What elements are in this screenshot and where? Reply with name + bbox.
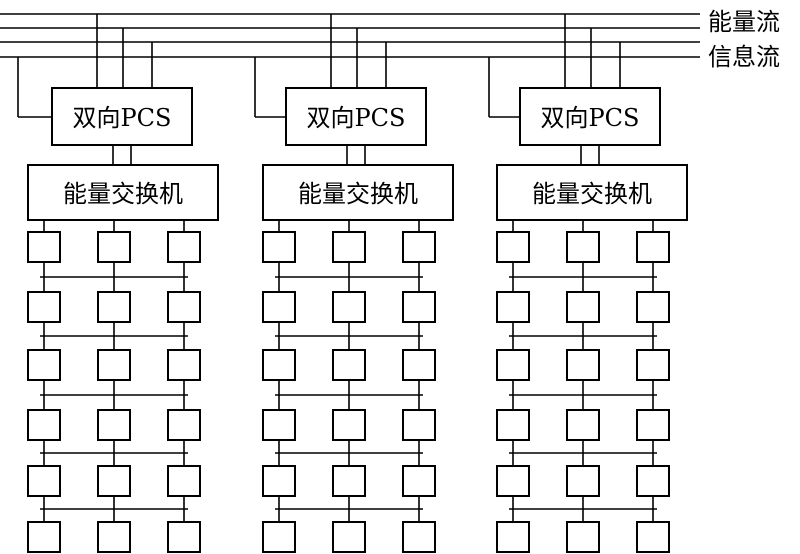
battery-cell bbox=[332, 349, 366, 381]
battery-cell bbox=[566, 465, 600, 497]
battery-cell bbox=[332, 409, 366, 441]
pcs-box-2 bbox=[285, 87, 427, 146]
battery-cell bbox=[402, 409, 436, 441]
battery-cell bbox=[27, 465, 61, 497]
battery-cell bbox=[496, 465, 530, 497]
switch-label-2: 能量交换机 bbox=[298, 180, 418, 208]
pcs-box-3 bbox=[519, 87, 661, 146]
bus-lines bbox=[0, 13, 700, 58]
battery-cell bbox=[332, 291, 366, 323]
battery-cell bbox=[636, 349, 670, 381]
battery-cell bbox=[566, 291, 600, 323]
switch-box-2 bbox=[262, 164, 454, 221]
battery-cell bbox=[332, 465, 366, 497]
battery-cell bbox=[262, 465, 296, 497]
connection-wires bbox=[17, 14, 657, 522]
battery-cell bbox=[27, 231, 61, 263]
battery-grid-1 bbox=[27, 231, 201, 553]
battery-cell bbox=[636, 231, 670, 263]
battery-cell bbox=[636, 521, 670, 553]
battery-cell bbox=[167, 409, 201, 441]
battery-cell bbox=[636, 465, 670, 497]
battery-cell bbox=[262, 231, 296, 263]
battery-cell bbox=[402, 291, 436, 323]
battery-cell bbox=[167, 291, 201, 323]
battery-cell bbox=[496, 291, 530, 323]
battery-cell bbox=[496, 231, 530, 263]
switch-label-3: 能量交换机 bbox=[532, 180, 652, 208]
pcs-box-1 bbox=[51, 87, 193, 146]
battery-cell bbox=[167, 521, 201, 553]
battery-cell bbox=[262, 409, 296, 441]
battery-cell bbox=[402, 521, 436, 553]
pcs-label-1: 双向PCS bbox=[73, 104, 172, 132]
battery-cell bbox=[97, 291, 131, 323]
battery-cell bbox=[496, 409, 530, 441]
battery-cell bbox=[636, 409, 670, 441]
battery-cell bbox=[167, 465, 201, 497]
battery-cell bbox=[262, 349, 296, 381]
battery-cell bbox=[27, 349, 61, 381]
battery-cell bbox=[27, 291, 61, 323]
battery-cell bbox=[97, 409, 131, 441]
battery-cell bbox=[332, 231, 366, 263]
battery-cell bbox=[27, 521, 61, 553]
battery-cell bbox=[332, 521, 366, 553]
battery-cell bbox=[262, 291, 296, 323]
battery-cell bbox=[496, 521, 530, 553]
battery-cell bbox=[167, 231, 201, 263]
battery-cell bbox=[566, 349, 600, 381]
battery-cell bbox=[262, 521, 296, 553]
battery-cell bbox=[402, 349, 436, 381]
battery-cell bbox=[402, 231, 436, 263]
battery-cell bbox=[402, 465, 436, 497]
battery-cell bbox=[496, 349, 530, 381]
battery-cell bbox=[97, 349, 131, 381]
battery-cell bbox=[97, 521, 131, 553]
switch-box-1 bbox=[27, 164, 219, 221]
battery-cell bbox=[97, 465, 131, 497]
unit-2: 双向PCS 能量交换机 bbox=[262, 87, 454, 553]
unit-1: 双向PCS 能量交换机 bbox=[27, 87, 219, 553]
legend-info-flow: 信息流 bbox=[708, 43, 780, 71]
switch-label-1: 能量交换机 bbox=[63, 180, 183, 208]
battery-cell bbox=[566, 231, 600, 263]
switch-box-3 bbox=[496, 164, 688, 221]
battery-cell bbox=[566, 409, 600, 441]
battery-cell bbox=[97, 231, 131, 263]
pcs-label-2: 双向PCS bbox=[307, 104, 406, 132]
legend-energy-flow: 能量流 bbox=[708, 8, 780, 36]
pcs-label-3: 双向PCS bbox=[541, 104, 640, 132]
battery-cell bbox=[27, 409, 61, 441]
unit-3: 双向PCS 能量交换机 bbox=[496, 87, 688, 553]
battery-cell bbox=[566, 521, 600, 553]
battery-cell bbox=[636, 291, 670, 323]
battery-cell bbox=[167, 349, 201, 381]
